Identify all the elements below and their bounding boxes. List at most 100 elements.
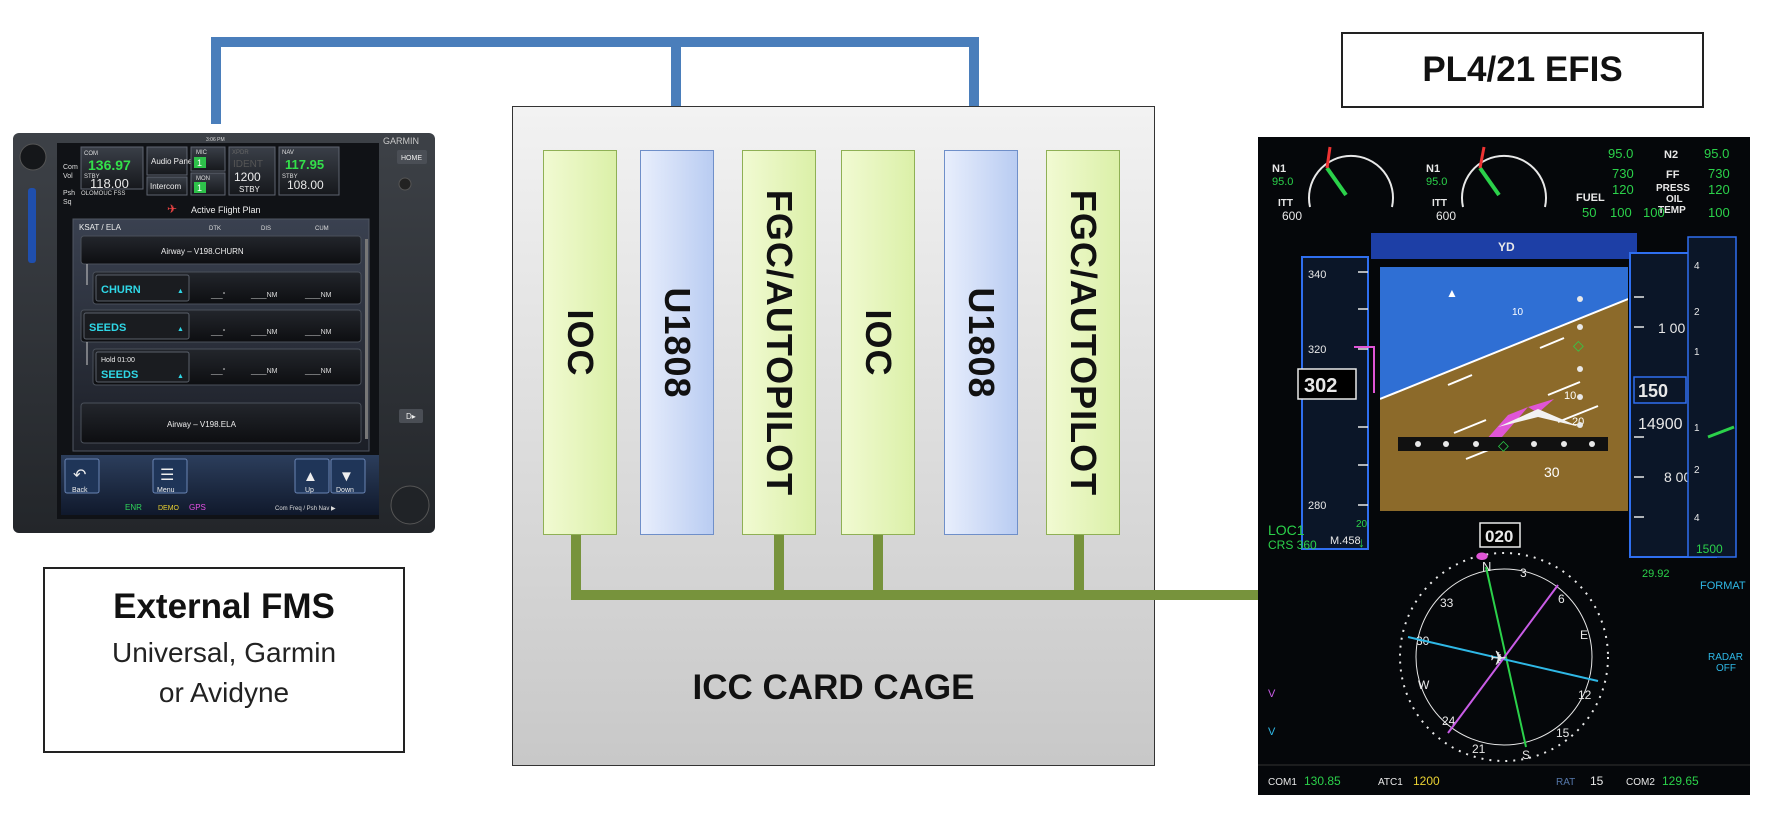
compass-w: W (1418, 678, 1430, 692)
compass-33: 33 (1440, 596, 1454, 610)
n1-label-right: N1 (1426, 163, 1440, 175)
course-readout: CRS 360 (1268, 538, 1317, 552)
garmin-home-button[interactable] (397, 150, 427, 164)
pitch-label-10-top: 10 (1512, 307, 1524, 318)
garmin-dual-knob[interactable] (390, 485, 430, 525)
waypoint-seeds-hold: SEEDS (101, 369, 138, 381)
localizer-diamond-icon: ◇ (1498, 437, 1509, 453)
fms-subtitle-line1: Universal, Garmin (111, 637, 337, 668)
n1-value-left: 95.0 (1272, 176, 1293, 188)
audio-panel-button[interactable]: Audio Panel (146, 146, 194, 176)
nav-stby-label: STBY (282, 174, 298, 180)
waypoint-churn: CHURN (101, 284, 141, 296)
mode-demo: DEMO (158, 505, 180, 512)
page-title: Active Flight Plan (191, 205, 261, 215)
audio-panel-label: Audio Panel (151, 157, 194, 166)
garmin-direct-to-button[interactable] (399, 409, 423, 423)
airway-row-1-label: Airway – V198.CHURN (161, 247, 244, 256)
mon-button[interactable]: MON 1 (190, 172, 226, 196)
yd-label: YD (1498, 240, 1515, 254)
v-label-cyan: V (1268, 726, 1276, 738)
garmin-small-knob[interactable] (398, 177, 412, 191)
garmin-nav-window[interactable]: NAV 117.95 STBY 108.00 (278, 146, 340, 196)
cum-2: ____NM (304, 329, 332, 336)
route-title: KSAT / ELA (79, 223, 122, 232)
vsi-pointer (1707, 425, 1735, 439)
waypoint-row-churn[interactable]: CHURN ▲ ___° ____NM ____NM (92, 271, 362, 305)
speed-readout: 302 (1304, 375, 1337, 397)
vsi-tick-4-up: 4 (1694, 261, 1700, 272)
hold-label: Hold 01:00 (101, 357, 135, 364)
atc1-code: 1200 (1413, 774, 1440, 788)
hsi-compass-ring (1399, 552, 1609, 762)
airway-row-2[interactable]: Airway – V198.ELA (80, 402, 362, 444)
card-ioc-a-label: IOC (560, 308, 601, 377)
com2-freq: 129.65 (1662, 774, 1699, 788)
mon-number: 1 (197, 183, 202, 193)
efis-pfd: N1 95.0 ITT 600 N1 95.0 ITT 600 FUEL 50 … (1258, 137, 1750, 795)
down-button[interactable]: ▼ Down (330, 458, 366, 494)
compass-e: E (1580, 628, 1588, 642)
xpdr-window[interactable]: XPDR IDENT 1200 STBY (228, 146, 276, 196)
back-button[interactable]: ↶ Back (64, 458, 100, 494)
com-label: COM (84, 151, 98, 157)
garmin-power-knob[interactable] (19, 143, 47, 171)
card-fgc-autopilot-a: FGC/AUTOPILOT (742, 150, 816, 535)
aircraft-icon: ✈ (167, 202, 177, 216)
rat-value: 15 (1590, 774, 1604, 788)
mic-button[interactable]: MIC 1 (190, 146, 226, 172)
fuel-val-2: 100 (1610, 205, 1632, 220)
altitude-tick-bottom: 8 00 (1664, 469, 1691, 485)
mach-readout: M.458 (1330, 535, 1361, 547)
altitude-bug (1633, 376, 1687, 404)
fms-bus-trunk (211, 37, 979, 152)
localizer-dots (1415, 441, 1595, 447)
nav-active: 117.95 (285, 157, 324, 172)
waypoint-row-seeds[interactable]: SEEDS ▲ ___° ____NM ____NM (80, 309, 362, 343)
hsi-inner-ring (1415, 568, 1593, 746)
back-label: Back (72, 487, 88, 494)
intercom-button[interactable]: Intercom (146, 176, 188, 196)
bearing-pointer-magenta (1447, 584, 1559, 734)
pitch-label-10: 10 (1564, 390, 1576, 402)
garmin-com-window[interactable]: COM 136.97 STBY 118.00 (80, 146, 144, 191)
vsi-tick-1-up: 1 (1694, 347, 1700, 358)
vsi-tick-2-down: 2 (1694, 465, 1700, 476)
card-u1808-b-label: U1808 (961, 286, 1002, 399)
scrollbar[interactable] (365, 239, 368, 439)
n1-label-left: N1 (1272, 163, 1286, 175)
dis-2: ____NM (250, 329, 278, 336)
vsi-tick-4-down: 4 (1694, 513, 1700, 524)
pitch-label-30: 30 (1544, 464, 1560, 480)
knob-hint: Com Freq / Psh Nav ▶ (275, 506, 336, 512)
up-arrow-icon: ▲ (303, 468, 318, 485)
atc1-label: ATC1 (1378, 777, 1403, 788)
garmin-time: 3:06 PM (206, 137, 225, 143)
altitude-readout: 14900 (1638, 416, 1683, 433)
card-ioc-a: IOC (543, 150, 617, 535)
eng-left-press: 120 (1612, 182, 1634, 197)
localizer-scale (1398, 437, 1608, 451)
up-button[interactable]: ▲ Up (294, 458, 330, 494)
baro-setting: 29.92 (1642, 568, 1670, 580)
com-stby: 118.00 (90, 176, 129, 191)
speed-tick-280: 280 (1308, 500, 1326, 512)
itt-label-left: ITT (1278, 198, 1293, 209)
waypoint-row-hold[interactable]: Hold 01:00 SEEDS ▲ ___° ____NM ____NM (92, 348, 362, 386)
eng-left-ff: 730 (1612, 166, 1634, 181)
temp-label: TEMP (1658, 205, 1686, 216)
efis-bus-trunk-overlay (571, 534, 1262, 600)
speed-tick-340: 340 (1308, 269, 1326, 281)
menu-button[interactable]: ☰ Menu (152, 458, 188, 494)
compass-n: N (1482, 559, 1491, 574)
vsi-tick-1-down: 1 (1694, 423, 1700, 434)
airway-row-1[interactable]: Airway – V198.CHURN (80, 235, 362, 265)
compass-24: 24 (1442, 714, 1456, 728)
garmin-home-label: HOME (401, 155, 422, 162)
itt-value-right: 600 (1436, 209, 1456, 223)
cum-1: ____NM (304, 292, 332, 299)
vsi-scale (1687, 236, 1737, 558)
mode-enr: ENR (125, 503, 142, 512)
vsi-readout: 1500 (1696, 542, 1723, 556)
up-label: Up (305, 487, 314, 494)
